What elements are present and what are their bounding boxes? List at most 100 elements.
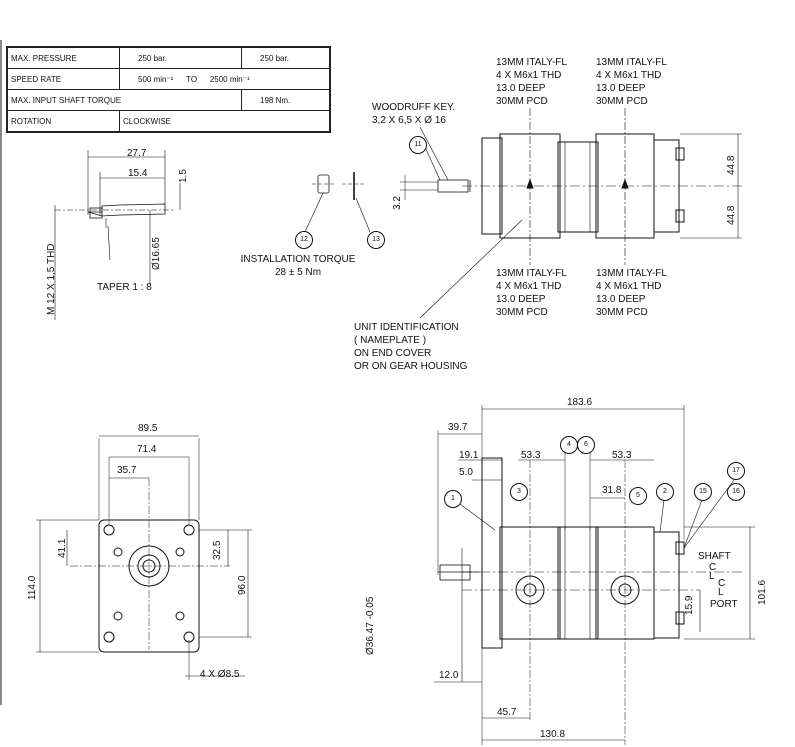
- speed-values: 500 min⁻¹ TO 2500 min⁻¹: [119, 68, 330, 90]
- unit-line-1: UNIT IDENTIFICATION: [354, 322, 459, 333]
- dim-32-5: 32.5: [212, 540, 223, 560]
- port-note-line: 13.0 DEEP: [596, 83, 646, 94]
- port-note-line: 13MM ITALY-FL: [496, 57, 567, 68]
- callout-1: 1: [444, 490, 462, 508]
- port-note-bottom-left: 13MM ITALY-FL 4 X M6x1 THD 13.0 DEEP 30M…: [496, 267, 567, 319]
- dim-44-8-bottom: 44.8: [726, 205, 737, 225]
- callout-17: 17: [727, 462, 745, 480]
- dim-27-7: 27.7: [127, 148, 147, 159]
- port-note-line: 13.0 DEEP: [596, 294, 646, 305]
- max-pressure-value-2: 250 bar.: [241, 47, 330, 69]
- port-note-line: 4 X M6x1 THD: [596, 70, 662, 81]
- speed-to: TO: [186, 74, 198, 84]
- dim-183-6: 183.6: [567, 397, 593, 408]
- dim-5-0: 5.0: [459, 467, 473, 478]
- callout-11: 11: [409, 136, 427, 154]
- dim-15-9: 15.9: [684, 595, 695, 615]
- callout-15: 15: [694, 483, 712, 501]
- callout-16: 16: [727, 483, 745, 501]
- key-detail: [304, 172, 371, 233]
- table-row: MAX. PRESSURE 250 bar. 250 bar.: [7, 47, 330, 69]
- table-row: SPEED RATE 500 min⁻¹ TO 2500 min⁻¹: [7, 68, 330, 90]
- callout-2: 2: [656, 483, 674, 501]
- dim-96: 96.0: [237, 575, 248, 595]
- woodruff-line-2: 3,2 X 6,5 X Ø 16: [372, 115, 446, 126]
- dim-71-4: 71.4: [137, 444, 157, 455]
- dim-114: 114.0: [27, 575, 38, 600]
- unit-line-3: ON END COVER: [354, 348, 432, 359]
- install-note: INSTALLATION TORQUE 28 ± 5 Nm: [233, 253, 363, 279]
- unit-id-note: UNIT IDENTIFICATION ( NAMEPLATE ) ON END…: [354, 321, 467, 373]
- dim-19-1: 19.1: [459, 450, 479, 461]
- shaft-detail: [54, 150, 181, 320]
- shaft-label: SHAFT: [698, 551, 731, 562]
- dim-41-1: 41.1: [57, 538, 68, 558]
- dim-1-5: 1.5: [178, 169, 189, 183]
- install-line-1: INSTALLATION TORQUE: [240, 254, 356, 265]
- dim-35-7: 35.7: [117, 465, 137, 476]
- port-note-line: 13.0 DEEP: [496, 83, 546, 94]
- dim-130-8: 130.8: [540, 729, 566, 740]
- woodruff-line-1: WOODRUFF KEY.: [372, 102, 456, 113]
- rotation-value: CLOCKWISE: [119, 110, 330, 132]
- bolt-hole-note: 4 X Ø8.5: [200, 669, 240, 680]
- dim-12: 12.0: [439, 670, 459, 681]
- port-note-top-right: 13MM ITALY-FL 4 X M6x1 THD 13.0 DEEP 30M…: [596, 56, 667, 108]
- port-note-line: 13.0 DEEP: [496, 294, 546, 305]
- centerline-label-2: C L: [718, 578, 726, 598]
- torque-label: MAX. INPUT SHAFT TORQUE: [7, 89, 242, 111]
- table-row: MAX. INPUT SHAFT TORQUE 198 Nm.: [7, 89, 330, 111]
- port-label: PORT: [710, 599, 738, 610]
- pump-top-view: [400, 108, 745, 319]
- table-row: ROTATION CLOCKWISE: [7, 110, 330, 132]
- centerline-label-1: C L: [709, 562, 717, 582]
- port-note-line: 13MM ITALY-FL: [596, 57, 667, 68]
- speed-label: SPEED RATE: [7, 68, 120, 90]
- dim-53-3-right: 53.3: [612, 450, 632, 461]
- dim-101-6: 101.6: [757, 579, 768, 605]
- dim-3-2: 3.2: [392, 196, 403, 210]
- dim-39-7: 39.7: [448, 422, 468, 433]
- dim-45-7: 45.7: [497, 707, 517, 718]
- port-note-top-left: 13MM ITALY-FL 4 X M6x1 THD 13.0 DEEP 30M…: [496, 56, 567, 108]
- dim-31-8: 31.8: [602, 485, 622, 496]
- dim-53-3-left: 53.3: [521, 450, 541, 461]
- port-note-line: 30MM PCD: [496, 96, 548, 107]
- max-pressure-value-1: 250 bar.: [119, 47, 242, 69]
- flange-front-view: [36, 435, 252, 680]
- port-note-line: 13MM ITALY-FL: [596, 268, 667, 279]
- speed-value-1: 500 min⁻¹: [138, 74, 174, 84]
- dim-44-8-top: 44.8: [726, 155, 737, 175]
- dim-89-5: 89.5: [138, 423, 158, 434]
- port-note-line: 4 X M6x1 THD: [596, 281, 662, 292]
- callout-5: 5: [629, 487, 647, 505]
- rotation-label: ROTATION: [7, 110, 120, 132]
- port-note-line: 13MM ITALY-FL: [496, 268, 567, 279]
- torque-value: 198 Nm.: [241, 89, 330, 111]
- callout-6: 6: [577, 436, 595, 454]
- callout-12: 12: [295, 231, 313, 249]
- unit-line-2: ( NAMEPLATE ): [354, 335, 427, 346]
- callout-13: 13: [367, 231, 385, 249]
- speed-value-2: 2500 min⁻¹: [209, 74, 250, 84]
- callout-4: 4: [560, 436, 578, 454]
- port-note-line: 30MM PCD: [496, 307, 548, 318]
- dim-36-47: Ø36.47 -0.05: [365, 596, 376, 655]
- dim-16-65: Ø16.65: [151, 237, 162, 270]
- woodruff-note: WOODRUFF KEY. 3,2 X 6,5 X Ø 16: [372, 101, 455, 127]
- dim-15-4: 15.4: [128, 168, 148, 179]
- port-note-bottom-right: 13MM ITALY-FL 4 X M6x1 THD 13.0 DEEP 30M…: [596, 267, 667, 319]
- unit-line-4: OR ON GEAR HOUSING: [354, 361, 468, 372]
- thread-note: M 12 X 1,5 THD: [46, 243, 57, 315]
- port-note-line: 4 X M6x1 THD: [496, 281, 562, 292]
- spec-table: MAX. PRESSURE 250 bar. 250 bar. SPEED RA…: [6, 46, 331, 133]
- taper-note: TAPER 1 : 8: [97, 282, 152, 293]
- port-note-line: 30MM PCD: [596, 96, 648, 107]
- port-note-line: 4 X M6x1 THD: [496, 70, 562, 81]
- pump-side-view: [434, 405, 755, 745]
- callout-3: 3: [510, 483, 528, 501]
- max-pressure-label: MAX. PRESSURE: [7, 47, 120, 69]
- install-line-2: 28 ± 5 Nm: [274, 267, 322, 278]
- port-note-line: 30MM PCD: [596, 307, 648, 318]
